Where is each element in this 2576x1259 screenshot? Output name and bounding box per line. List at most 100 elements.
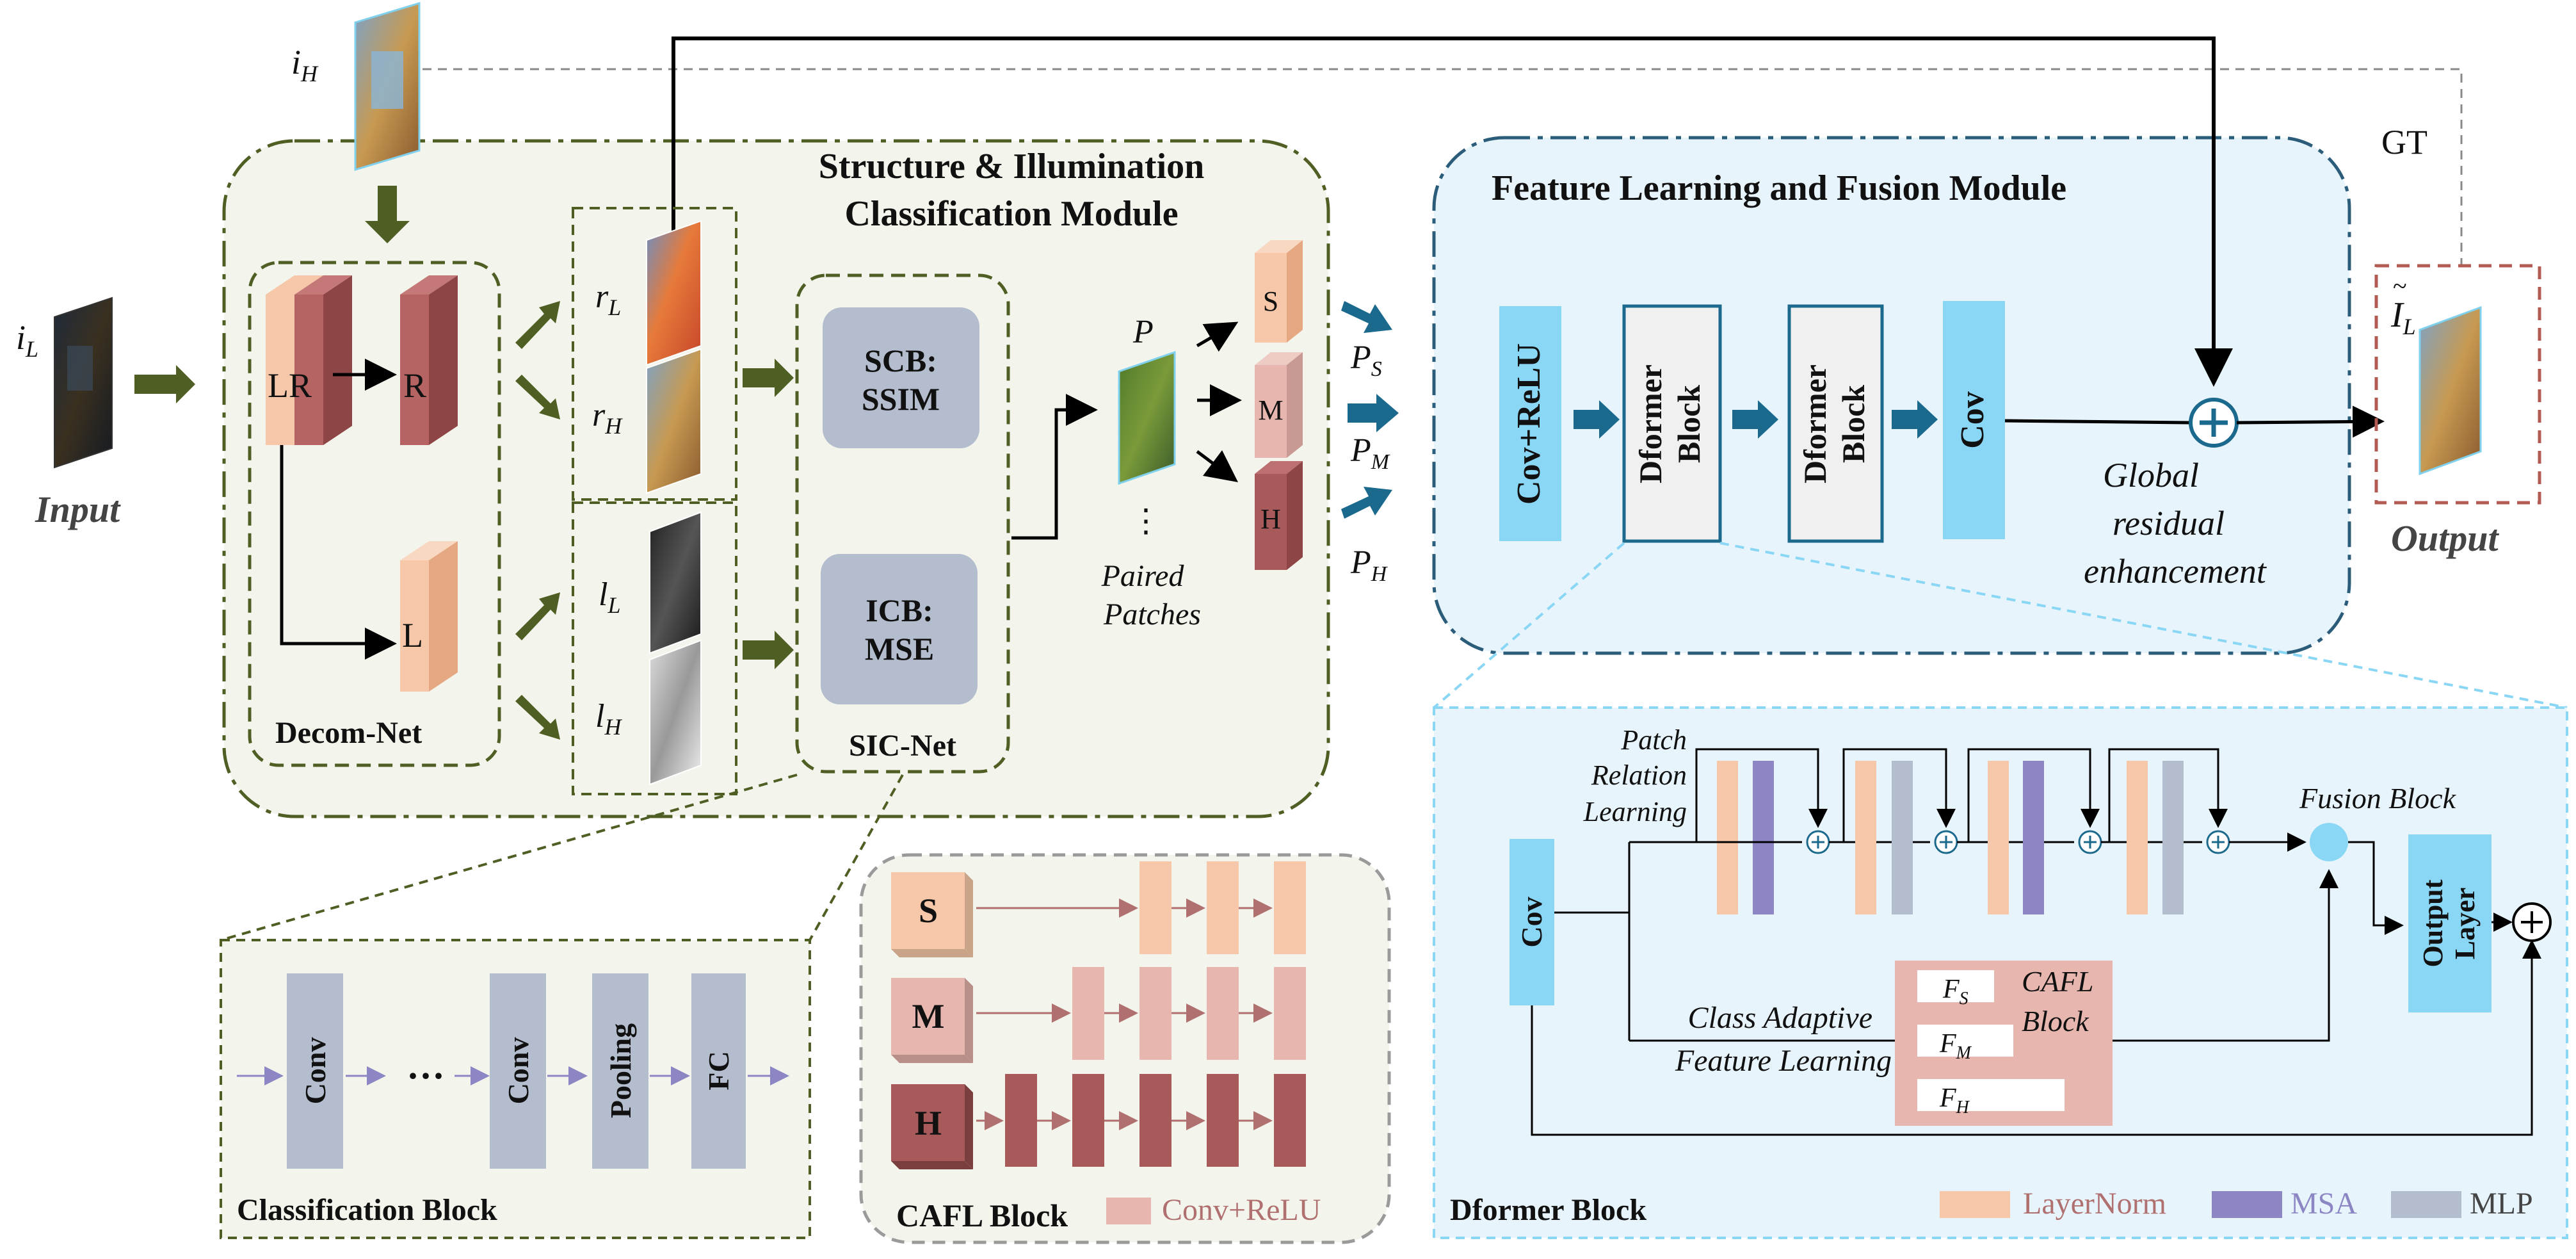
lh-label: lH bbox=[595, 698, 622, 740]
cafl-m-layer-3 bbox=[1207, 967, 1239, 1060]
class-s-block bbox=[1255, 240, 1303, 343]
class-m-block bbox=[1255, 352, 1303, 458]
input-image-il bbox=[54, 296, 113, 469]
output-label: Output bbox=[2391, 517, 2500, 559]
classification-block-label: Classification Block bbox=[237, 1193, 497, 1227]
r-label: R bbox=[403, 366, 426, 405]
ps-arrow bbox=[1341, 301, 1392, 333]
lr-label: LR bbox=[268, 366, 312, 405]
gt-dashed-line bbox=[423, 68, 2463, 266]
illumination-box bbox=[572, 501, 737, 795]
layer-ln-4 bbox=[2127, 761, 2148, 914]
cls-fc-label: FC bbox=[702, 1051, 735, 1090]
cafl-legend-swatch bbox=[1106, 1198, 1151, 1224]
ph-label: PH bbox=[1350, 544, 1389, 586]
cafl-m-layer-1 bbox=[1072, 967, 1104, 1060]
cafl-to-fusion bbox=[2113, 869, 2339, 1042]
cov-block bbox=[1943, 301, 2005, 539]
cls-pooling-label: Pooling bbox=[604, 1023, 637, 1118]
layer-ln-2 bbox=[1855, 761, 1876, 914]
decom-net-label: Decom-Net bbox=[275, 716, 422, 750]
decom-arrow-2 bbox=[515, 375, 560, 419]
ln-group-2-skip bbox=[1842, 748, 1956, 842]
lr-block bbox=[266, 275, 352, 445]
pm-arrow bbox=[1348, 394, 1399, 432]
zoom-line-left bbox=[1433, 542, 1625, 709]
sic-module-box bbox=[222, 139, 1330, 818]
fm-box bbox=[1917, 1025, 2013, 1057]
global-residual-line-2: residual bbox=[2113, 504, 2225, 542]
layer-mlp-2 bbox=[2162, 761, 2184, 914]
cls-conv-1-label: Conv bbox=[299, 1037, 332, 1105]
gt-label: GT bbox=[2381, 123, 2427, 161]
patch-p-label: P bbox=[1132, 314, 1154, 350]
cafl-s-cube bbox=[891, 872, 973, 957]
paired-label-1: Paired bbox=[1101, 559, 1185, 593]
legend-mlp-swatch bbox=[2391, 1191, 2461, 1218]
legend-mlp-label: MLP bbox=[2470, 1187, 2533, 1221]
dformer-skip-bottom bbox=[1531, 939, 2541, 1136]
cafl-h-layer-3 bbox=[1139, 1074, 1171, 1167]
cafl-block-label: CAFL Block bbox=[896, 1198, 1068, 1233]
l-block bbox=[400, 541, 458, 692]
rl-label: rL bbox=[595, 279, 621, 320]
sic-module-title-2: Classification Module bbox=[844, 194, 1178, 234]
cls-conv-2-label: Conv bbox=[502, 1037, 535, 1105]
cafl-s-layer-3 bbox=[1274, 861, 1306, 954]
conv-relu-label: Cov+ReLU bbox=[1511, 343, 1547, 505]
cafl-s-label: S bbox=[919, 891, 938, 930]
l-label: L bbox=[402, 616, 423, 654]
cafl-m-layer-2 bbox=[1139, 967, 1171, 1060]
output-tilde: ~ bbox=[2393, 272, 2407, 300]
dformer-cov-label: Cov bbox=[1515, 897, 1548, 947]
legend-msa-label: MSA bbox=[2290, 1187, 2357, 1221]
output-layer-line-1: Output bbox=[2417, 879, 2449, 967]
output-layer-block bbox=[2408, 834, 2491, 1012]
prl-label-3: Learning bbox=[1583, 796, 1687, 827]
fh-label: FH bbox=[1939, 1084, 1970, 1117]
fm-label: FM bbox=[1939, 1029, 1972, 1063]
cafl-learning-label-2: Feature Learning bbox=[1675, 1044, 1892, 1078]
legend-ln-label: LayerNorm bbox=[2023, 1187, 2166, 1221]
cls-conv-1 bbox=[287, 973, 343, 1169]
input-label: Input bbox=[35, 489, 121, 530]
rl-image bbox=[646, 220, 702, 366]
input-image-ih bbox=[354, 1, 421, 172]
cafl-h-layer-2 bbox=[1072, 1074, 1104, 1167]
global-residual-line-1: Global bbox=[2103, 456, 2199, 494]
layer-msa-2 bbox=[2023, 761, 2044, 914]
cafl-s-layer-2 bbox=[1207, 861, 1239, 954]
lr-to-l-arrow bbox=[280, 445, 397, 660]
cls-pooling bbox=[592, 973, 648, 1169]
fh-box bbox=[1917, 1079, 2065, 1111]
dformer-block-label: Dformer Block bbox=[1450, 1193, 1646, 1227]
class-m-label: M bbox=[1258, 394, 1283, 426]
fusion-to-output-layer bbox=[2348, 841, 2404, 935]
ln-group-1-skip bbox=[1695, 748, 1828, 842]
cafl-m-layer-4 bbox=[1274, 967, 1306, 1060]
paired-label-2: Patches bbox=[1103, 597, 1201, 631]
cov-label: Cov bbox=[1954, 391, 1991, 449]
cafl-h-label: H bbox=[915, 1104, 942, 1142]
cls-fc bbox=[691, 973, 746, 1169]
conv-relu-block bbox=[1499, 306, 1561, 541]
input-ih-label: iH bbox=[291, 43, 319, 86]
fs-box bbox=[1917, 970, 1994, 1002]
cls-dots: ··· bbox=[407, 1055, 445, 1097]
ln-group-3-skip bbox=[1967, 748, 2100, 842]
ln-group-4-skip bbox=[2108, 748, 2228, 842]
prl-label-2: Relation bbox=[1591, 759, 1687, 791]
fusion-circle bbox=[2310, 823, 2348, 861]
cafl-h-cube bbox=[891, 1084, 973, 1169]
cafl-m-cube bbox=[891, 978, 973, 1063]
decom-arrow-4 bbox=[515, 695, 560, 740]
cov-to-plus-line bbox=[2004, 419, 2190, 425]
cls-zoom-line-right bbox=[809, 774, 904, 941]
patch-p-image bbox=[1118, 350, 1176, 485]
sic-net-label: SIC-Net bbox=[849, 729, 956, 763]
fusion-block-label: Fusion Block bbox=[2299, 782, 2457, 815]
fs-label: FS bbox=[1942, 975, 1968, 1009]
cafl-learning-label-1: Class Adaptive bbox=[1688, 1001, 1872, 1035]
cafl-m-label: M bbox=[912, 997, 945, 1036]
